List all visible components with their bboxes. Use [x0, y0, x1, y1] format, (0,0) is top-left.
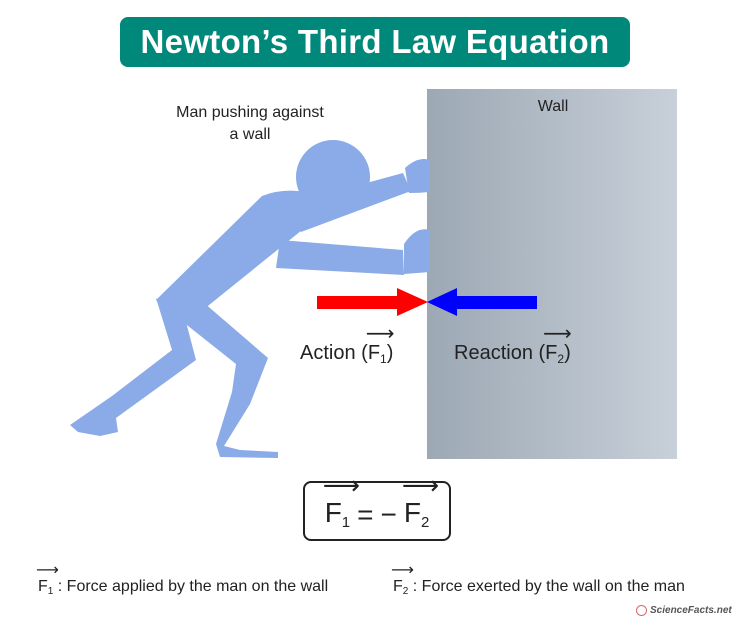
reaction-close: ) — [564, 342, 571, 364]
equation-rhs-symbol: F — [403, 497, 421, 528]
page-title: Newton’s Third Law Equation — [140, 23, 610, 60]
legend-f1-symbol: F — [38, 578, 48, 595]
man-label: Man pushing against a wall — [150, 102, 350, 146]
man-label-line-1: Man pushing against — [176, 104, 324, 121]
reaction-label: Reaction (⟶F2) — [454, 324, 572, 366]
action-text: Action ( — [300, 342, 368, 364]
reaction-symbol: F — [545, 342, 558, 364]
reaction-arrow — [427, 288, 537, 316]
brand-text: ScienceFacts.net — [650, 605, 732, 616]
vector-arrow-icon: ⟶ — [365, 323, 395, 345]
equation-box: ⟶F1 = − ⟶F2 — [303, 472, 451, 541]
action-subscript: 1 — [380, 352, 387, 366]
equation-rhs-subscript: 2 — [420, 514, 430, 531]
legend-item-f1: ⟶F1 : Force applied by the man on the wa… — [36, 563, 329, 598]
equation-lhs-subscript: 1 — [341, 514, 351, 531]
action-close: ) — [386, 342, 394, 364]
vector-arrow-icon: ⟶ — [391, 562, 414, 579]
legend-item-f2: ⟶F2 : Force exerted by the wall on the m… — [391, 563, 685, 598]
legend-f2-text: : Force exerted by the wall on the man — [408, 578, 685, 595]
sciencefacts-logo-icon — [636, 605, 647, 616]
brand-watermark: ScienceFacts.net — [636, 605, 732, 616]
man-label-line-2: a wall — [229, 126, 271, 143]
equation-minus: − — [380, 499, 397, 530]
vector-arrow-icon: ⟶ — [401, 470, 440, 500]
action-symbol: F — [367, 342, 381, 364]
vector-arrow-icon: ⟶ — [543, 323, 572, 345]
vector-arrow-icon: ⟶ — [36, 562, 59, 579]
action-label: Action (⟶F1) — [300, 324, 394, 366]
wall-label: Wall — [537, 98, 569, 115]
legend-f2-subscript: 2 — [402, 586, 409, 597]
wall — [427, 89, 677, 459]
legend-f1-subscript: 1 — [47, 586, 54, 597]
equation: ⟶F1 = − ⟶F2 — [305, 472, 449, 539]
man-silhouette-icon — [70, 140, 430, 458]
equation-lhs-symbol: F — [324, 497, 342, 528]
title-banner: Newton’s Third Law Equation — [120, 17, 630, 67]
legend-f1-text: : Force applied by the man on the wall — [53, 578, 329, 595]
reaction-subscript: 2 — [557, 352, 565, 366]
vector-arrow-icon: ⟶ — [322, 470, 360, 500]
equation-equals: = — [357, 499, 374, 530]
reaction-text: Reaction ( — [454, 342, 546, 364]
legend-f2-symbol: F — [393, 578, 403, 595]
action-arrow — [317, 288, 428, 316]
